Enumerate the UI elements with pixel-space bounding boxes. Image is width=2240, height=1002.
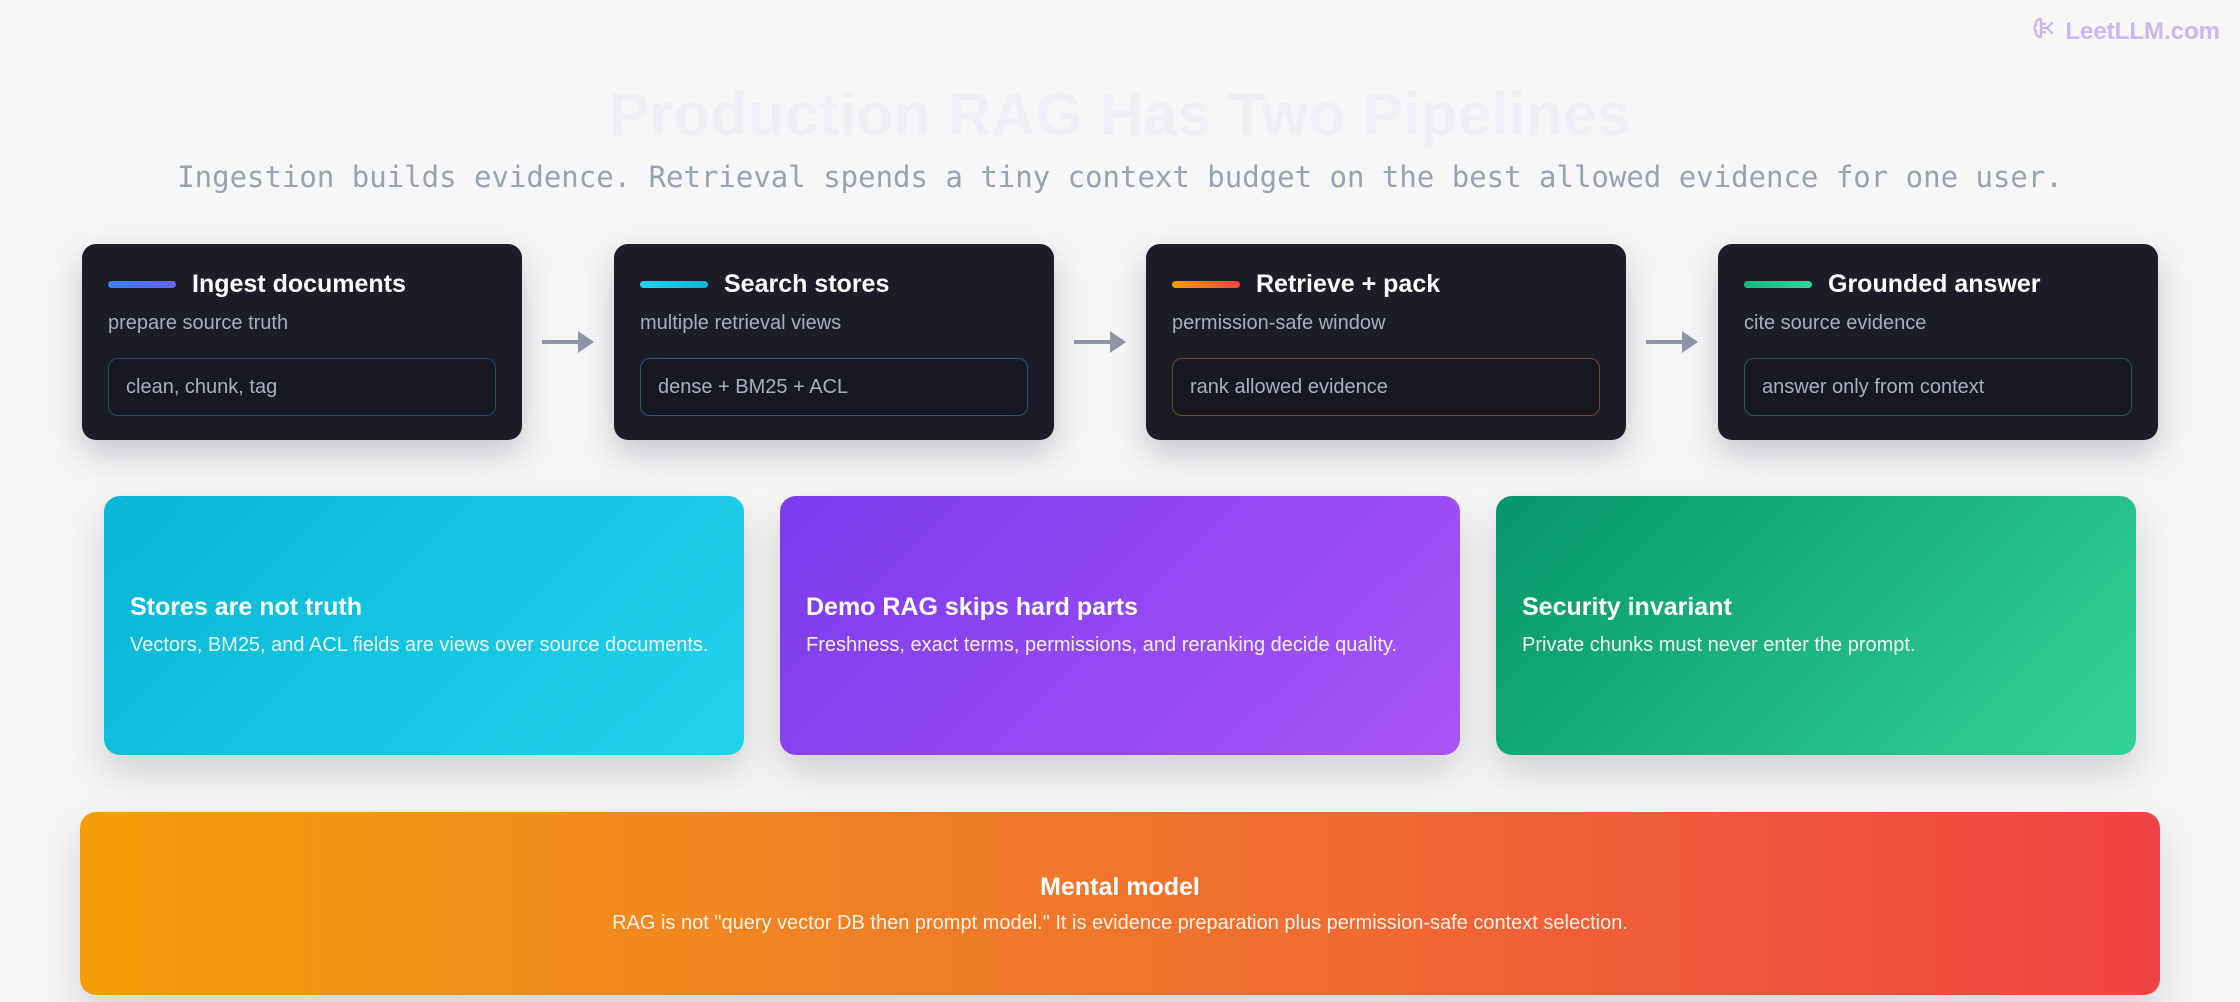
stage-subtitle: cite source evidence bbox=[1744, 312, 1927, 334]
stage-detail-text: rank allowed evidence bbox=[1190, 375, 1388, 398]
card-title: Stores are not truth bbox=[130, 593, 362, 621]
card-security-invariant: Security invariant Private chunks must n… bbox=[1496, 496, 2136, 755]
stage-retrieve-pack: Retrieve + pack permission-safe window r… bbox=[1146, 244, 1626, 440]
card-title: Demo RAG skips hard parts bbox=[806, 593, 1139, 621]
stage-detail-box: dense + BM25 + ACL bbox=[640, 358, 1028, 416]
stage-title: Search stores bbox=[724, 270, 890, 298]
arrow-right-icon bbox=[1646, 331, 1698, 353]
stage-detail-text: answer only from context bbox=[1762, 375, 1985, 398]
mental-model-text: RAG is not "query vector DB then prompt … bbox=[612, 911, 1628, 934]
stage-title: Grounded answer bbox=[1828, 270, 2041, 298]
stage-title: Ingest documents bbox=[192, 270, 406, 298]
stage-search-stores: Search stores multiple retrieval views d… bbox=[614, 244, 1054, 440]
brand-name: LeetLLM.com bbox=[2065, 17, 2220, 45]
accent-bar bbox=[1172, 281, 1240, 288]
mental-model-title: Mental model bbox=[1040, 872, 1200, 901]
brand-logo[interactable]: LeetLLM.com bbox=[2031, 15, 2220, 48]
accent-bar bbox=[108, 281, 176, 288]
stage-grounded-answer: Grounded answer cite source evidence ans… bbox=[1718, 244, 2158, 440]
card-title: Security invariant bbox=[1522, 593, 1732, 621]
stage-subtitle: multiple retrieval views bbox=[640, 312, 842, 334]
brain-icon bbox=[2031, 15, 2057, 48]
accent-bar bbox=[640, 281, 708, 288]
stage-detail-text: clean, chunk, tag bbox=[126, 375, 278, 398]
accent-bar bbox=[1744, 281, 1812, 288]
card-text: Vectors, BM25, and ACL fields are views … bbox=[130, 634, 709, 656]
stage-detail-box: rank allowed evidence bbox=[1172, 358, 1600, 416]
arrow-right-icon bbox=[1074, 331, 1126, 353]
card-text: Freshness, exact terms, permissions, and… bbox=[806, 634, 1398, 656]
stage-subtitle: permission-safe window bbox=[1172, 312, 1386, 334]
stage-title: Retrieve + pack bbox=[1256, 270, 1441, 298]
page-title: Production RAG Has Two Pipelines bbox=[609, 81, 1631, 148]
stage-subtitle: prepare source truth bbox=[108, 312, 289, 334]
stage-detail-text: dense + BM25 + ACL bbox=[658, 375, 849, 398]
card-text: Private chunks must never enter the prom… bbox=[1522, 634, 1916, 656]
stage-detail-box: answer only from context bbox=[1744, 358, 2132, 416]
stage-ingest-documents: Ingest documents prepare source truth cl… bbox=[82, 244, 522, 440]
stage-detail-box: clean, chunk, tag bbox=[108, 358, 496, 416]
card-stores-not-truth: Stores are not truth Vectors, BM25, and … bbox=[104, 496, 744, 755]
mental-model-banner: Mental model RAG is not "query vector DB… bbox=[80, 812, 2160, 995]
page-subtitle: Ingestion builds evidence. Retrieval spe… bbox=[177, 160, 2063, 194]
arrow-right-icon bbox=[542, 331, 594, 353]
card-demo-rag: Demo RAG skips hard parts Freshness, exa… bbox=[780, 496, 1460, 755]
